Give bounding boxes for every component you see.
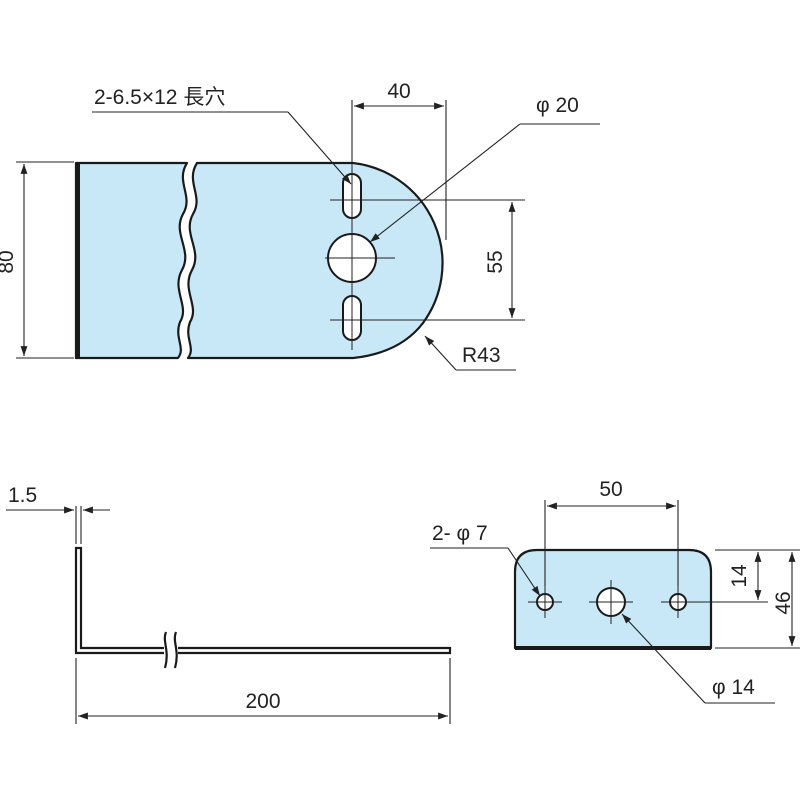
phi14-leader: [621, 613, 706, 704]
dim-1.5-label: 1.5: [8, 484, 37, 507]
dim-46-label: 46: [772, 591, 795, 614]
break-line-left: [163, 631, 168, 669]
phi7-leader: [507, 547, 541, 597]
break-line-right: [173, 631, 178, 669]
front-view: 50 2- φ 7 46 14 φ 14: [430, 478, 800, 704]
dim-14-label: 14: [728, 564, 751, 588]
dim-55-label: 55: [484, 250, 507, 273]
phi14-label: φ 14: [712, 676, 755, 699]
r43-label: R43: [462, 344, 501, 367]
slot-leader: [287, 111, 352, 185]
side-view: 1.5 200: [6, 484, 452, 724]
phi20-leader: [369, 123, 521, 243]
slot-label: 2-6.5×12 長穴: [94, 86, 225, 109]
plate-right-section: [186, 161, 444, 360]
dim-50-label: 50: [599, 478, 622, 501]
phi20-label: φ 20: [536, 94, 579, 117]
dim-200-label: 200: [245, 690, 280, 713]
top-view: 80 40 2-6.5×12 長穴 φ 20 55 R43: [0, 80, 600, 371]
dim-80-label: 80: [0, 250, 18, 273]
break-gap: [164, 645, 178, 656]
r43-leader: [424, 335, 457, 371]
dim-40-label: 40: [387, 80, 410, 103]
plate-left-section: [74, 161, 189, 360]
bracket-profile: [74, 546, 452, 655]
phi7-label: 2- φ 7: [432, 522, 488, 545]
